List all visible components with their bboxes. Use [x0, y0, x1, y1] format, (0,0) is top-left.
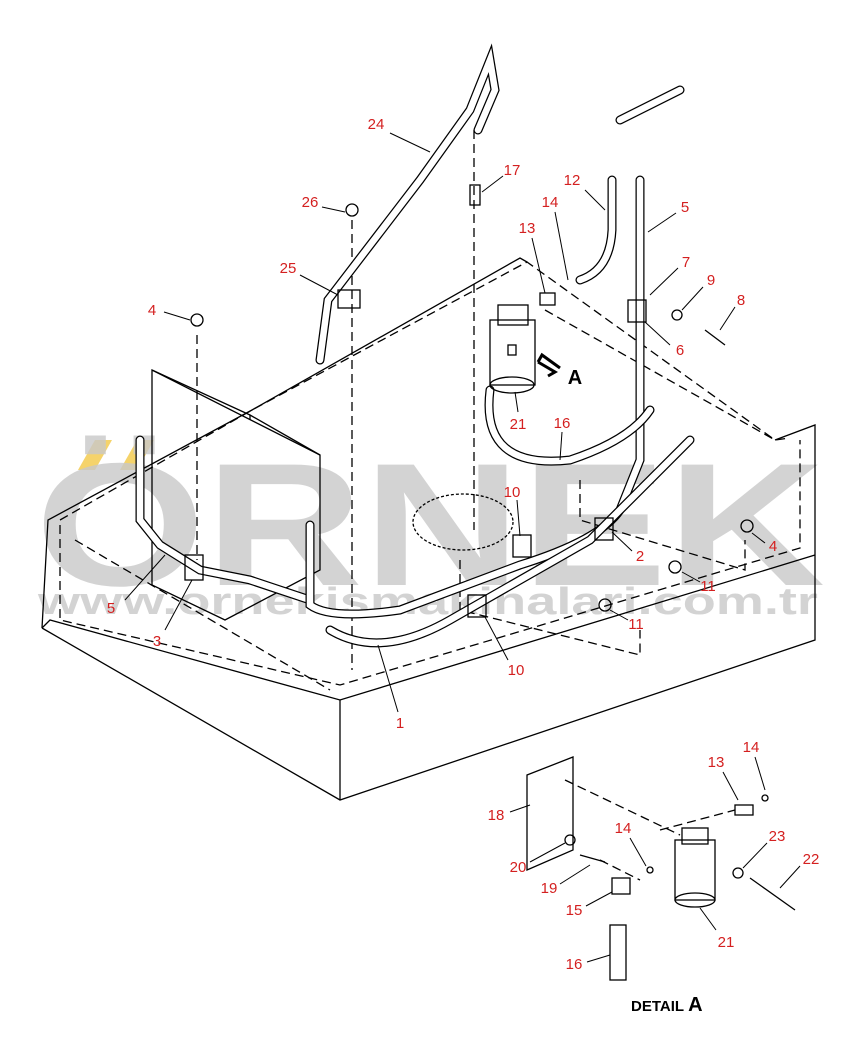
- arrow-icon: [536, 352, 561, 378]
- detail-marker: A: [568, 367, 582, 389]
- callout-24: 24: [368, 116, 385, 133]
- callout-14b: 14: [743, 739, 760, 756]
- callout-11: 11: [700, 578, 716, 595]
- callout-7: 7: [682, 254, 690, 271]
- callout-10: 10: [504, 484, 521, 501]
- hoses: [135, 43, 695, 648]
- assembly-lines: [196, 130, 776, 881]
- callout-9: 9: [707, 272, 715, 289]
- callout-15: 15: [566, 902, 583, 919]
- callout-13: 13: [519, 220, 536, 237]
- clamps: [184, 184, 754, 618]
- detail-a-drawing: [526, 756, 796, 981]
- detail-title-letter: A: [688, 994, 702, 1016]
- callout-8: 8: [737, 292, 745, 309]
- callout-5: 5: [681, 199, 689, 216]
- callout-3: 3: [153, 633, 161, 650]
- watermark-brand: ÖRNEK: [35, 428, 825, 623]
- receiver-drier: [489, 304, 536, 394]
- callout-16b: 16: [566, 956, 583, 973]
- mounting-plate: [412, 493, 514, 551]
- callout-13b: 13: [708, 754, 725, 771]
- callout-4b: 4: [769, 538, 777, 555]
- watermark-accent: [78, 440, 112, 470]
- callout-12: 12: [564, 172, 581, 189]
- callout-6: 6: [676, 342, 684, 359]
- callout-18: 18: [488, 807, 505, 824]
- callout-23: 23: [769, 828, 786, 845]
- callout-19: 19: [541, 880, 558, 897]
- callout-14c: 14: [615, 820, 632, 837]
- callout-25: 25: [280, 260, 297, 277]
- callouts: 24 17 12 26 14 5 13 7 25 9 8 4 6 21 16 1…: [107, 116, 820, 973]
- callout-17: 17: [504, 162, 521, 179]
- callout-21: 21: [510, 416, 527, 433]
- callout-4: 4: [148, 302, 156, 319]
- callout-26: 26: [302, 194, 319, 211]
- watermark: ÖRNEK www.ornekismakinalari.com.tr: [35, 428, 825, 623]
- callout-2: 2: [636, 548, 644, 565]
- callout-5b: 5: [107, 600, 115, 617]
- tray-frame: [41, 257, 816, 801]
- callout-20: 20: [510, 859, 527, 876]
- callout-16: 16: [554, 415, 571, 432]
- detail-title-prefix: DETAIL: [631, 998, 684, 1015]
- callout-14: 14: [542, 194, 559, 211]
- callout-11b: 11: [628, 616, 644, 633]
- leader-lines: [124, 132, 801, 963]
- callout-10b: 10: [508, 662, 525, 679]
- callout-21b: 21: [718, 934, 735, 951]
- callout-1: 1: [396, 715, 404, 732]
- callout-22: 22: [803, 851, 820, 868]
